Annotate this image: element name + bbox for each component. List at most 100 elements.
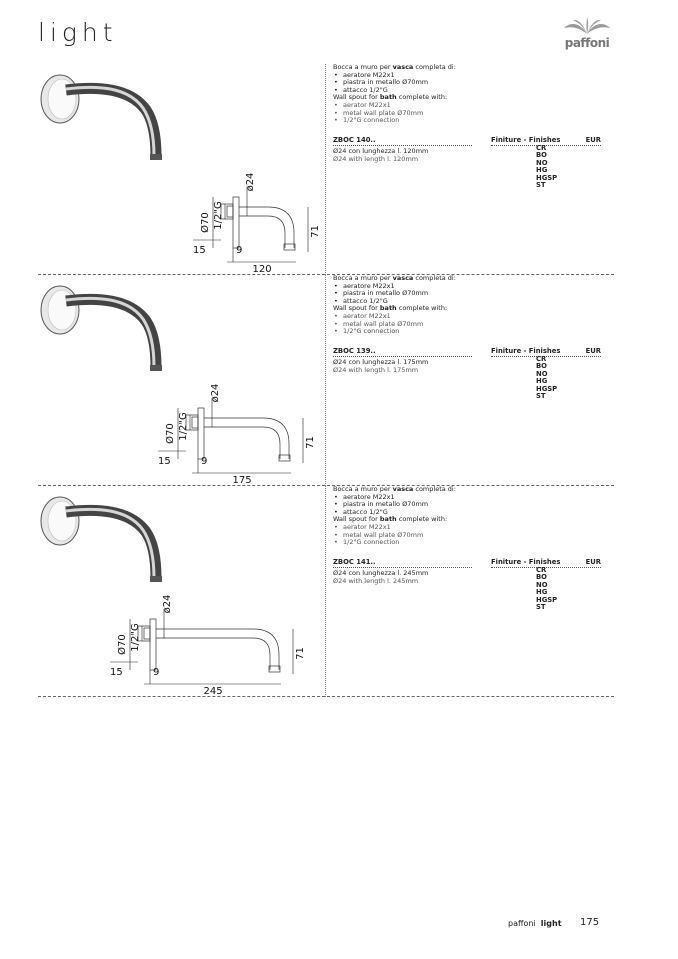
- dim-length: 245: [204, 686, 223, 697]
- list-item: attacco 1/2"G: [333, 297, 613, 306]
- finish-code: NO: [536, 580, 548, 589]
- list-item: 1/2"G connection: [333, 328, 613, 336]
- it-feature-list: aeratore M22x1 piastra in metallo Ø70mm …: [333, 493, 613, 517]
- section-divider: [38, 696, 614, 697]
- finish-code: HGSP: [536, 384, 558, 393]
- vertical-divider: [325, 486, 326, 697]
- en-feature-list: aerator M22x1 metal wall plate Ø70mm 1/2…: [333, 312, 613, 336]
- dim-plate-diameter: Ø70: [164, 423, 176, 444]
- product-section-1: Ø70 1/2"G ø24 15 9 120 71 Bocca a muro p…: [38, 63, 614, 275]
- footer-brand: paffoni light: [508, 919, 562, 928]
- dim-pipe-diameter: ø24: [245, 173, 256, 192]
- finish-code: NO: [536, 158, 548, 167]
- product-code: ZBOC 139..: [333, 347, 472, 357]
- list-item: aeratore M22x1: [333, 71, 613, 80]
- finish-code: CR: [536, 355, 547, 363]
- dim-thread: 1/2"G: [178, 412, 189, 440]
- list-item: piastra in metallo Ø70mm: [333, 501, 613, 509]
- product-description: Bocca a muro per vasca completa di: aera…: [333, 63, 613, 125]
- product-section-3: Ø70 1/2"G ø24 15 9 245 71 Bocca a muro p…: [38, 485, 614, 697]
- list-item: attacco 1/2"G: [333, 508, 613, 517]
- dim-thread: 1/2"G: [213, 201, 224, 229]
- finish-code: HGSP: [536, 173, 558, 182]
- dim-height: 71: [310, 225, 321, 238]
- list-item: aerator M22x1: [333, 101, 613, 110]
- dim-gap: 9: [153, 667, 159, 678]
- dim-height: 71: [305, 436, 316, 449]
- finish-code: NO: [536, 369, 548, 378]
- dim-height: 71: [295, 647, 306, 660]
- vertical-divider: [325, 275, 326, 486]
- dim-thread: 1/2"G: [130, 623, 141, 651]
- dim-length: 175: [233, 475, 252, 486]
- technical-drawing: [110, 609, 294, 685]
- list-item: aerator M22x1: [333, 523, 613, 532]
- list-item: aeratore M22x1: [333, 493, 613, 502]
- finish-code: HG: [536, 588, 548, 597]
- en-intro: Wall spout for bath complete with:: [333, 515, 448, 524]
- dim-plate-diameter: Ø70: [199, 212, 211, 233]
- list-item: attacco 1/2"G: [333, 86, 613, 95]
- finishes-list: CR BO NO HG HGSP ST: [536, 144, 558, 189]
- it-feature-list: aeratore M22x1 piastra in metallo Ø70mm …: [333, 71, 613, 95]
- page-title: light: [38, 18, 118, 47]
- list-item: piastra in metallo Ø70mm: [333, 290, 613, 298]
- dim-depth: 15: [193, 245, 206, 256]
- finish-code: HG: [536, 166, 548, 175]
- product-section-2: Ø70 1/2"G ø24 15 9 175 71 Bocca a muro p…: [38, 274, 614, 486]
- finish-code: BO: [536, 151, 547, 160]
- en-feature-list: aerator M22x1 metal wall plate Ø70mm 1/2…: [333, 523, 613, 547]
- technical-drawing: [158, 398, 304, 474]
- finish-code: CR: [536, 566, 547, 574]
- section-divider: [38, 485, 614, 486]
- finish-code: CR: [536, 144, 547, 152]
- list-item: aerator M22x1: [333, 312, 613, 321]
- it-intro: Bocca a muro per vasca completa di:: [333, 274, 456, 282]
- en-intro: Wall spout for bath complete with:: [333, 93, 448, 102]
- spout-drawing: Ø70 1/2"G ø24 15 9 120 71: [40, 74, 321, 275]
- list-item: 1/2"G connection: [333, 117, 613, 125]
- list-item: 1/2"G connection: [333, 539, 613, 547]
- en-intro: Wall spout for bath complete with:: [333, 304, 448, 313]
- finish-code: BO: [536, 573, 547, 582]
- finishes-list: CR BO NO HG HGSP ST: [536, 355, 558, 401]
- spout-drawing: Ø70 1/2"G ø24 15 9 245 71: [40, 496, 306, 697]
- en-feature-list: aerator M22x1 metal wall plate Ø70mm 1/2…: [333, 101, 613, 125]
- brand-logo-text: paffoni: [564, 36, 610, 50]
- finishes-list: CR BO NO HG HGSP ST: [536, 566, 558, 612]
- it-intro: Bocca a muro per vasca completa di:: [333, 63, 456, 71]
- vertical-divider: [325, 64, 326, 275]
- dim-length: 120: [253, 264, 272, 275]
- list-item: piastra in metallo Ø70mm: [333, 79, 613, 87]
- finish-code: BO: [536, 362, 547, 371]
- finish-code: ST: [536, 392, 546, 401]
- section-divider: [38, 274, 614, 275]
- product-description: Bocca a muro per vasca completa di: aera…: [333, 485, 613, 547]
- spout-photo: [40, 74, 162, 160]
- finish-code: HG: [536, 377, 548, 386]
- list-item: metal wall plate Ø70mm: [333, 320, 613, 329]
- dim-gap: 9: [201, 456, 207, 467]
- dim-depth: 15: [110, 667, 123, 678]
- dim-pipe-diameter: ø24: [162, 595, 173, 614]
- product-length: Ø24 con lunghezza l. 120mm Ø24 with leng…: [333, 147, 429, 163]
- dim-depth: 15: [158, 456, 171, 467]
- spout-drawing: Ø70 1/2"G ø24 15 9 175 71: [40, 285, 316, 486]
- dim-gap: 9: [236, 245, 242, 256]
- list-item: aeratore M22x1: [333, 282, 613, 291]
- finish-code: ST: [536, 603, 546, 612]
- technical-drawing: [193, 187, 309, 263]
- product-description: Bocca a muro per vasca completa di: aera…: [333, 274, 613, 336]
- page-number: 175: [580, 917, 600, 928]
- it-intro: Bocca a muro per vasca completa di:: [333, 485, 456, 493]
- finish-code: HGSP: [536, 595, 558, 604]
- product-code: ZBOC 141..: [333, 558, 472, 568]
- list-item: metal wall plate Ø70mm: [333, 531, 613, 540]
- dim-plate-diameter: Ø70: [116, 634, 128, 655]
- spout-photo: [40, 496, 162, 582]
- product-length: Ø24 con lunghezza l. 175mm Ø24 with leng…: [333, 358, 429, 374]
- it-feature-list: aeratore M22x1 piastra in metallo Ø70mm …: [333, 282, 613, 306]
